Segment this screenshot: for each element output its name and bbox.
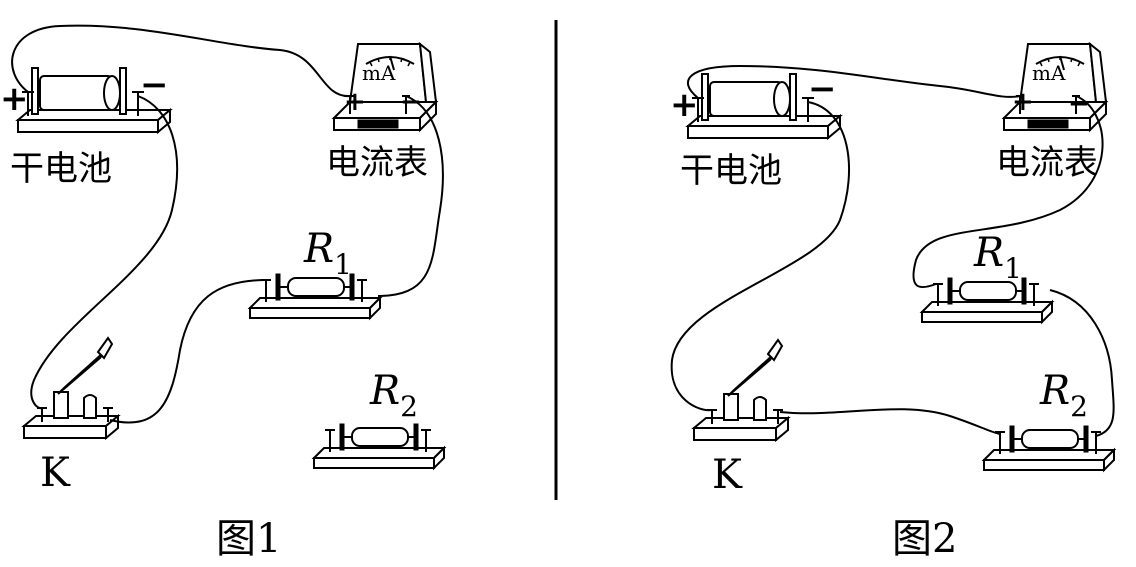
wire-battery-minus-to-switch <box>30 95 179 410</box>
battery-2-plus: + <box>670 85 699 125</box>
meter-1-label: 电流表 <box>326 143 428 183</box>
figure-2-caption: 图2 <box>892 516 957 562</box>
meter-2-plus: + <box>1012 87 1034 117</box>
resistor-1-fig2 <box>921 277 1053 323</box>
meter-1-unit: mA <box>362 61 396 85</box>
wire-battery-plus-to-meter-plus-2 <box>686 64 1021 99</box>
resistor-2-fig2-symbol: R2 <box>1039 368 1088 423</box>
meter-2-minus: − <box>1068 89 1090 119</box>
wire-meter-minus-to-resistor1-2 <box>912 95 1104 288</box>
meter-2-label: 电流表 <box>996 143 1098 183</box>
battery-2-label: 干电池 <box>680 151 782 191</box>
figure-1: + − 干电池 mA + − 电流表 R1 R2 K 图1 <box>0 24 445 562</box>
battery-1-plus: + <box>0 79 29 119</box>
resistor-1-fig1-symbol: R1 <box>303 226 352 281</box>
figure-1-caption: 图1 <box>216 516 281 562</box>
wire-resistor1-to-switch <box>109 279 267 424</box>
switch-1-label: K <box>40 450 71 496</box>
wire-meter-minus-to-resistor1 <box>377 95 444 297</box>
switch-2-label: K <box>712 452 743 498</box>
knife-switch-1 <box>23 337 119 439</box>
meter-1-plus: + <box>344 87 366 117</box>
wire-switch-to-resistor2-2 <box>779 408 1001 435</box>
meter-1-minus: − <box>400 87 422 117</box>
battery-1-label: 干电池 <box>10 149 112 189</box>
wire-resistor1-to-resistor2-2 <box>1049 289 1115 437</box>
resistor-2-fig1-symbol: R2 <box>369 368 418 423</box>
meter-2-unit: mA <box>1032 61 1066 85</box>
resistor-2-fig2 <box>983 425 1115 471</box>
resistor-2-fig1 <box>313 423 445 469</box>
wire-battery-plus-to-meter-plus <box>11 24 351 98</box>
knife-switch-2 <box>693 339 789 441</box>
wire-battery-minus-to-switch-2 <box>670 101 850 412</box>
resistor-1-fig2-symbol: R1 <box>973 230 1022 285</box>
figure-2: + − 干电池 mA + − 电流表 R1 R2 K 图2 <box>670 43 1115 562</box>
resistor-1-fig1 <box>249 273 381 319</box>
